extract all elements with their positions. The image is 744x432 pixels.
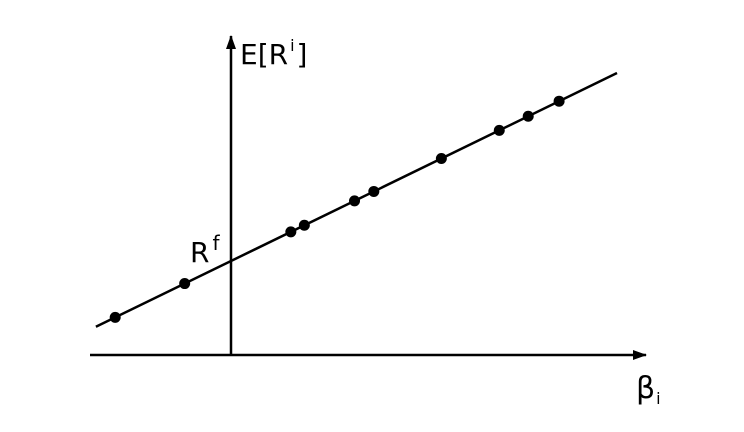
data-point-7 [435, 153, 447, 165]
data-points [109, 95, 565, 323]
data-point-10 [553, 95, 565, 107]
data-point-2 [179, 278, 191, 290]
data-point-1 [109, 311, 121, 323]
x-axis-label: βi [636, 371, 661, 408]
data-point-5 [349, 195, 361, 207]
data-point-9 [522, 110, 534, 122]
data-point-8 [493, 124, 505, 136]
data-point-3 [285, 226, 297, 238]
data-point-6 [368, 185, 380, 197]
data-point-4 [298, 219, 310, 231]
